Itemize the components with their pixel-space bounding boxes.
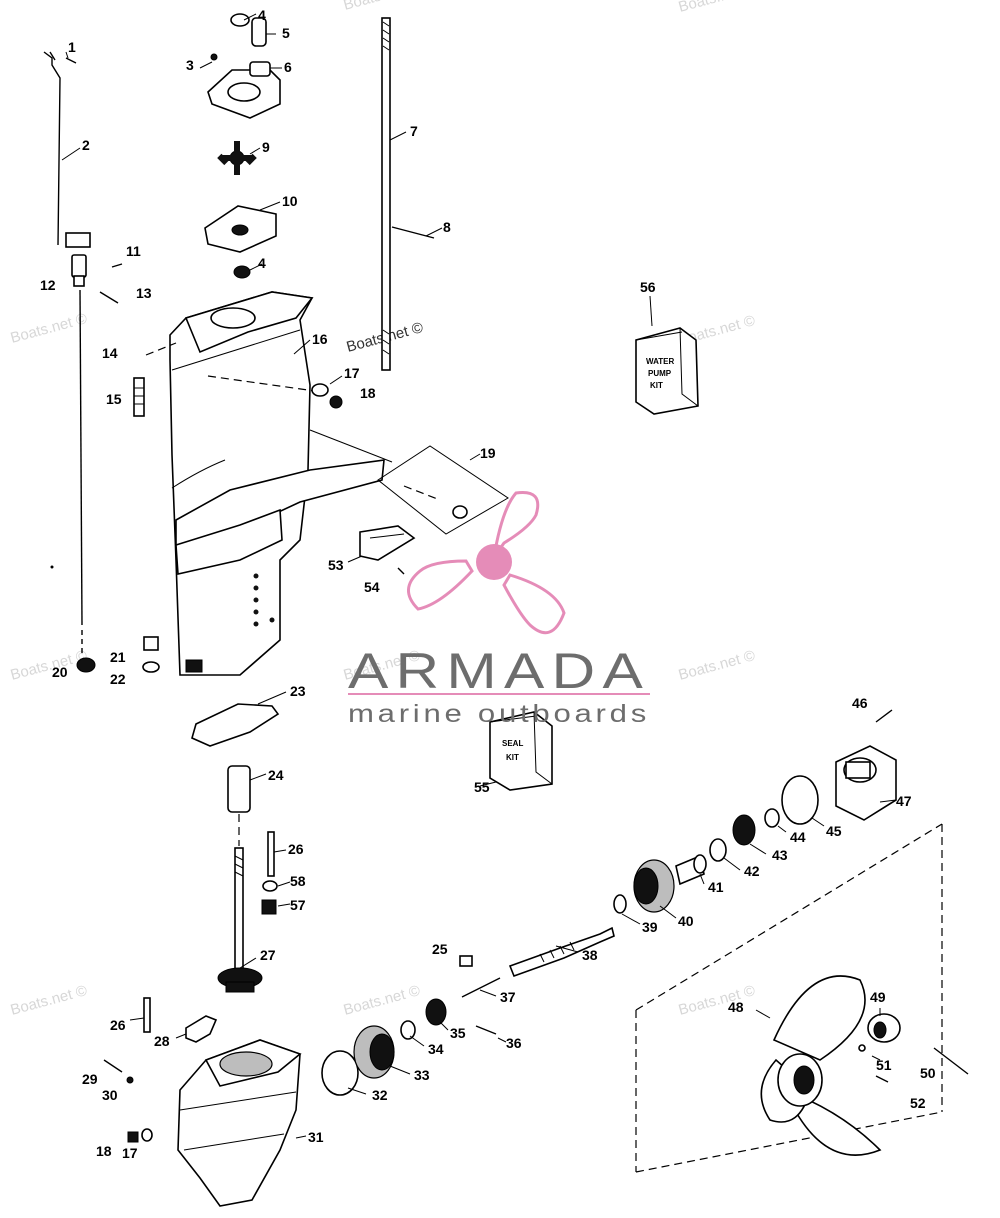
callout-number: 46 [852,695,868,711]
callout-number: 34 [428,1041,444,1057]
callout-number: 18 [96,1143,112,1159]
driveshaft-housing [145,291,393,676]
callout-number: 4 [258,255,266,271]
callout-number: 6 [284,59,292,75]
callout-number: 14 [102,345,118,361]
callout-number: 41 [708,879,724,895]
kit-label-line: SEAL [502,739,523,748]
callout-number: 15 [106,391,122,407]
callout-number: 44 [790,829,806,845]
callout-number: 17 [344,365,360,381]
callout-number: 58 [290,873,306,889]
callout-number: 23 [290,683,306,699]
callout-number: 56 [640,279,656,295]
callout-number: 13 [136,285,152,301]
callout-number: 26 [110,1017,126,1033]
callout-number: 16 [312,331,328,347]
callout-number: 50 [920,1065,936,1081]
trim-tab-detail [359,445,509,575]
leader-lines [61,13,897,1139]
callout-number: 51 [876,1057,892,1073]
callout-number: 24 [268,767,284,783]
driveshaft-stud [381,17,435,371]
watermark-text: Boats.net © [342,982,422,1019]
callout-number: 18 [360,385,376,401]
brand-tagline: marine outboards [348,700,650,728]
callout-number: 31 [308,1129,324,1145]
callout-number: 48 [728,999,744,1015]
armada-logo [407,490,566,635]
callout-number: 1 [68,39,76,55]
kit-label-line: KIT [650,381,663,390]
gasket-part [191,703,280,747]
callout-number: 36 [506,1035,522,1051]
callout-number: 12 [40,277,56,293]
callout-number: 22 [110,671,126,687]
brand-divider [348,693,650,695]
callout-number: 2 [82,137,90,153]
watermark-text: Boats.net © [677,0,757,16]
propeller-detail [635,823,969,1173]
callout-number: 57 [290,897,306,913]
callout-number: 20 [52,664,68,680]
callout-number: 28 [154,1033,170,1049]
seal-kit-box: SEAL KIT [489,711,553,791]
callout-number: 32 [372,1087,388,1103]
callout-number: 25 [432,941,448,957]
callout-number: 3 [186,57,194,73]
callout-number: 43 [772,847,788,863]
callout-number: 45 [826,823,842,839]
water-pump-kit-box: WATER PUMP KIT [635,327,699,415]
callout-number: 17 [122,1145,138,1161]
callout-number: 30 [102,1087,118,1103]
callout-number: 7 [410,123,418,139]
callout-number: 52 [910,1095,926,1111]
watermark-text: Boats.net © [9,310,89,347]
callout-number: 53 [328,557,344,573]
callout-number: 37 [500,989,516,1005]
brand-name: ARMADA [348,643,650,699]
callout-number: 47 [896,793,912,809]
shift-rod-assembly [43,51,160,673]
callout-number: 19 [480,445,496,461]
watermark-text: Boats.net © [9,982,89,1019]
callout-number: 9 [262,139,270,155]
callout-number: 39 [642,919,658,935]
callout-number: 5 [282,25,290,41]
armada-logo-hub [476,544,512,580]
callout-number: 29 [82,1071,98,1087]
kit-label-line: KIT [506,753,519,762]
callout-number: 10 [282,193,298,209]
callout-number: 27 [260,947,276,963]
watermark-text: Boats.net © [677,982,757,1019]
gear-train [321,709,897,1096]
water-pump-stack [204,13,281,279]
watermark-text: Boats.net © [677,647,757,684]
callout-number: 11 [126,243,141,259]
callout-number: 49 [870,989,886,1005]
kit-label-line: WATER [646,357,675,366]
gearcase [177,1039,302,1207]
callout-number: 21 [110,649,126,665]
kit-label-line: PUMP [648,369,672,378]
callout-number: 38 [582,947,598,963]
callout-number: 42 [744,863,760,879]
callout-number: 8 [443,219,451,235]
callout-number: 4 [258,7,266,23]
callout-number: 40 [678,913,694,929]
callout-number: 26 [288,841,304,857]
callout-number: 54 [364,579,380,595]
watermark-text: Boats.net © [342,0,422,14]
callout-number: 33 [414,1067,430,1083]
callout-number: 55 [474,779,490,795]
callout-number: 35 [450,1025,466,1041]
